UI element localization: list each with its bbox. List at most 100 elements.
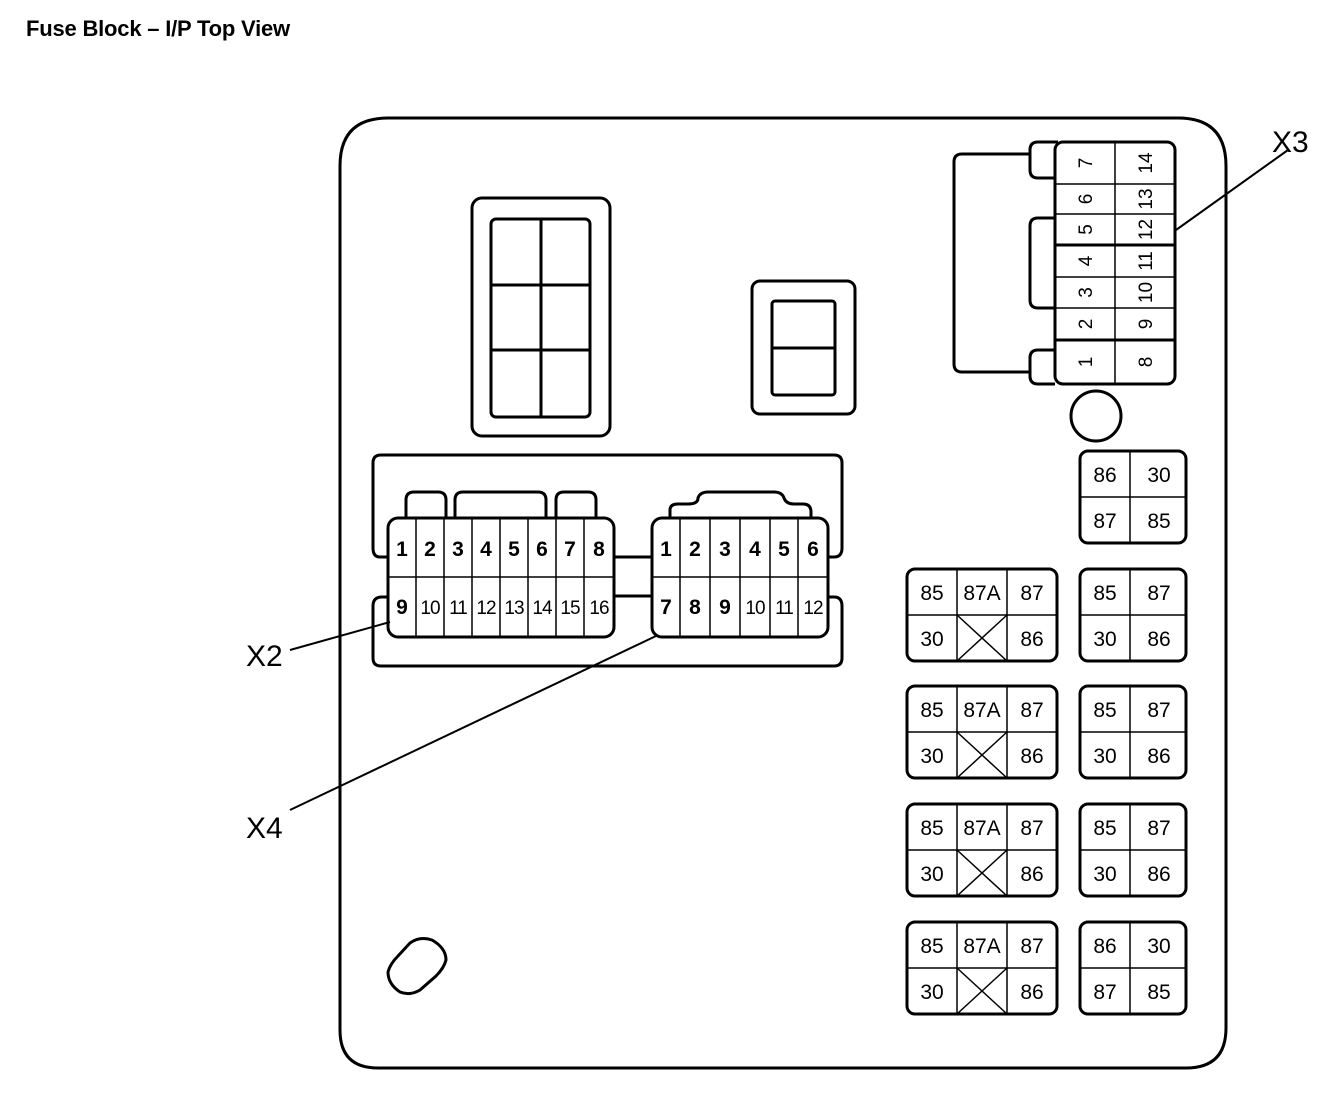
- x3-pin-label: 8: [1136, 357, 1157, 368]
- relay-terminal-label: 87A: [963, 582, 1000, 605]
- empty-cavity-mark: [956, 614, 1008, 662]
- relay-terminal-label: 85: [1093, 699, 1116, 722]
- x3-pin-label: 4: [1076, 255, 1097, 266]
- relay-terminal-label: 30: [1093, 863, 1116, 886]
- x2-pin-label: 9: [396, 596, 408, 619]
- x4-pin-label: 2: [689, 538, 701, 561]
- x2-pin-label: 14: [532, 598, 553, 619]
- relay-terminal-label: 85: [920, 935, 943, 958]
- relay-terminal-label: 30: [1147, 464, 1170, 487]
- relay-4pin: 86 30 87 85: [1078, 920, 1188, 1016]
- empty-cavity-mark: [956, 849, 1008, 897]
- x3-pin-label: 13: [1136, 188, 1157, 209]
- relay-terminal-label: 86: [1147, 628, 1170, 651]
- relay-terminal-label: 30: [920, 863, 943, 886]
- x2-pin-label: 10: [420, 598, 440, 619]
- relay-terminal-label: 86: [1020, 981, 1043, 1004]
- x2-pin-label: 15: [560, 598, 580, 619]
- relay-terminal-label: 30: [920, 981, 943, 1004]
- relay-terminal-label: 30: [1093, 628, 1116, 651]
- relay-terminal-label: 87: [1147, 582, 1170, 605]
- x3-pin-label: 9: [1136, 319, 1157, 330]
- x4-pin-label: 8: [689, 596, 701, 619]
- x3-pin-label: 5: [1076, 224, 1097, 235]
- relay-terminal-label: 87: [1020, 935, 1043, 958]
- x4-pin-label: 4: [749, 538, 761, 561]
- x4-pin-label: 5: [778, 538, 790, 561]
- relay-terminal-label: 86: [1093, 464, 1116, 487]
- relay-terminal-label: 87A: [963, 817, 1000, 840]
- x2-pin-label: 2: [424, 538, 436, 561]
- relay-terminal-label: 85: [1147, 981, 1170, 1004]
- relay-terminal-label: 86: [1147, 745, 1170, 768]
- relay-terminal-label: 87: [1147, 699, 1170, 722]
- x3-pin-label: 1: [1076, 357, 1097, 368]
- relay-5pin: 85 87A 87 30 86: [905, 802, 1059, 898]
- relay-terminal-label: 30: [920, 628, 943, 651]
- relay-terminal-label: 87: [1093, 981, 1116, 1004]
- fuse-socket-large: [470, 196, 612, 438]
- relay-terminal-label: 87A: [963, 935, 1000, 958]
- x3-pin-label: 7: [1076, 158, 1097, 169]
- relay-terminal-label: 85: [920, 817, 943, 840]
- label-x2: X2: [246, 640, 283, 673]
- x3-pin-label: 14: [1136, 152, 1157, 174]
- x2-pin-label: 7: [564, 538, 576, 561]
- x4-pin-label: 12: [803, 598, 823, 619]
- x2-pin-label: 3: [452, 538, 464, 561]
- connector-shroud: [371, 453, 844, 668]
- x4-pin-label: 1: [660, 538, 672, 561]
- relay-terminal-label: 30: [920, 745, 943, 768]
- x2-pin-label: 1: [396, 538, 408, 561]
- x3-pin-label: 10: [1136, 282, 1157, 303]
- relay-terminal-label: 86: [1093, 935, 1116, 958]
- mounting-hole-round: [1069, 389, 1123, 443]
- x3-pin-label: 3: [1076, 287, 1097, 298]
- x4-pin-label: 3: [719, 538, 731, 561]
- relay-terminal-label: 30: [1093, 745, 1116, 768]
- relay-terminal-label: 85: [1147, 510, 1170, 533]
- relay-4pin: 86 30 87 85: [1078, 449, 1188, 545]
- x2-pin-label: 8: [593, 538, 605, 561]
- x3-pin-label: 11: [1136, 251, 1157, 271]
- x2-pin-label: 11: [449, 598, 467, 619]
- x2-leader-line: [289, 621, 391, 651]
- relay-terminal-label: 87: [1093, 510, 1116, 533]
- x3-pin-label: 2: [1076, 319, 1097, 330]
- relay-terminal-label: 87: [1020, 582, 1043, 605]
- x2-pin-label: 4: [480, 538, 492, 561]
- relay-terminal-label: 86: [1020, 863, 1043, 886]
- x2-pin-label: 13: [504, 598, 524, 619]
- relay-terminal-label: 86: [1147, 863, 1170, 886]
- relay-terminal-label: 85: [920, 699, 943, 722]
- relay-terminal-label: 86: [1020, 745, 1043, 768]
- x2-pin-label: 16: [589, 598, 609, 619]
- empty-cavity-mark: [956, 967, 1008, 1015]
- x2-pin-label: 6: [536, 538, 548, 561]
- relay-terminal-label: 30: [1147, 935, 1170, 958]
- relay-terminal-label: 87: [1147, 817, 1170, 840]
- fuse-block-housing: [338, 116, 1228, 1070]
- relay-5pin: 85 87A 87 30 86: [905, 920, 1059, 1016]
- x4-leader-line: [289, 635, 657, 811]
- relay-terminal-label: 85: [1093, 582, 1116, 605]
- x4-pin-label: 11: [775, 598, 793, 619]
- diagram-title: Fuse Block – I/P Top View: [26, 16, 290, 41]
- label-x4: X4: [246, 812, 283, 845]
- x4-pin-label: 9: [719, 596, 731, 619]
- empty-cavity-mark: [956, 731, 1008, 779]
- relay-4pin: 85 87 30 86: [1078, 567, 1188, 663]
- x4-pin-label: 7: [660, 596, 672, 619]
- x4-pin-label: 6: [807, 538, 819, 561]
- mounting-hole-oval: [386, 937, 448, 996]
- x2-pin-label: 12: [476, 598, 496, 619]
- x4-pin-label: 10: [745, 598, 765, 619]
- relay-terminal-label: 87: [1020, 817, 1043, 840]
